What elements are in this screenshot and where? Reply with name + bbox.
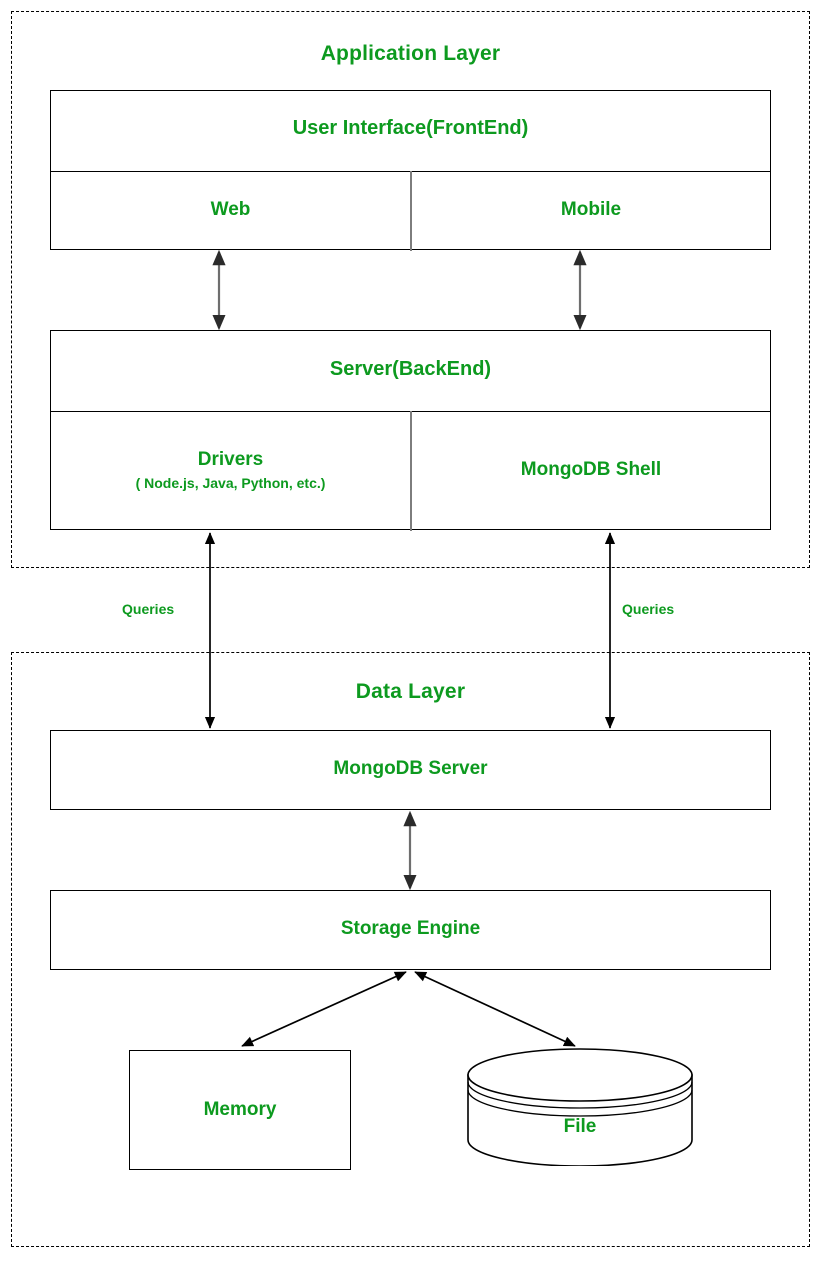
data-layer-container: Data Layer: [11, 652, 810, 1247]
mongodb-server-title: MongoDB Server: [333, 758, 488, 779]
pane-mongodb-shell[interactable]: MongoDB Shell: [412, 411, 770, 529]
pane-web[interactable]: Web: [51, 171, 410, 249]
server-backend-title: Server(BackEnd): [329, 358, 492, 380]
user-interface-vertical-divider: [410, 171, 412, 251]
storage-engine-box[interactable]: Storage Engine: [50, 890, 771, 970]
database-cylinder-icon: [467, 1048, 693, 1167]
server-vertical-divider: [410, 411, 412, 531]
pane-mobile[interactable]: Mobile: [412, 171, 770, 249]
storage-engine-title: Storage Engine: [340, 918, 481, 939]
user-interface-box[interactable]: User Interface(FrontEnd) Web Mobile: [50, 90, 771, 251]
pane-mongodb-shell-title: MongoDB Shell: [520, 459, 662, 480]
application-layer-container: Application Layer: [11, 11, 810, 568]
application-layer-title: Application Layer: [320, 42, 501, 65]
pane-web-title: Web: [210, 199, 251, 220]
queries-label-right: Queries: [622, 601, 675, 617]
user-interface-title: User Interface(FrontEnd): [292, 117, 529, 139]
pane-drivers-title: Drivers: [197, 449, 264, 470]
pane-drivers[interactable]: Drivers ( Node.js, Java, Python, etc.): [51, 411, 410, 529]
pane-mobile-title: Mobile: [560, 199, 622, 220]
server-backend-box[interactable]: Server(BackEnd) Drivers ( Node.js, Java,…: [50, 330, 771, 531]
queries-label-left: Queries: [122, 601, 175, 617]
data-layer-title: Data Layer: [355, 680, 466, 703]
pane-drivers-subtitle: ( Node.js, Java, Python, etc.): [135, 475, 326, 491]
file-cylinder-box[interactable]: File: [467, 1048, 693, 1167]
memory-box[interactable]: Memory: [129, 1050, 351, 1170]
file-title: File: [563, 1116, 597, 1137]
mongodb-server-box[interactable]: MongoDB Server: [50, 730, 771, 810]
memory-title: Memory: [203, 1099, 277, 1120]
